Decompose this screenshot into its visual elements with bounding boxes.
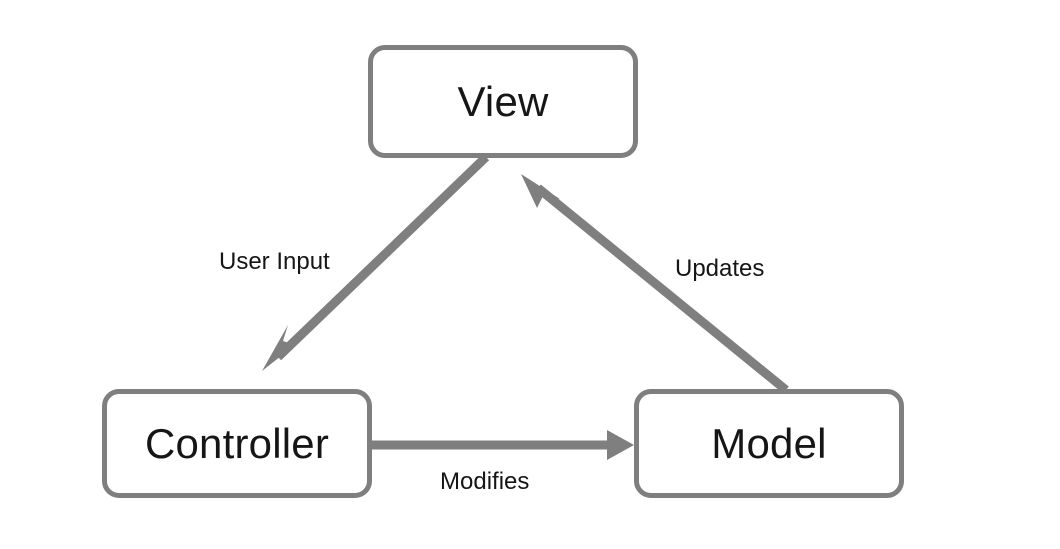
node-view[interactable]: View: [368, 45, 638, 158]
edge-label-user-input: User Input: [219, 248, 330, 275]
edge-model-to-view: [521, 174, 789, 394]
edge-label-updates: Updates: [675, 255, 765, 282]
node-view-label: View: [457, 77, 549, 125]
node-controller[interactable]: Controller: [102, 389, 372, 498]
edge-label-modifies: Modifies: [440, 468, 530, 495]
node-controller-label: Controller: [144, 419, 330, 467]
edge-view-to-controller: [262, 153, 490, 371]
node-model-label: Model: [711, 419, 827, 467]
edge-controller-to-model: [372, 430, 634, 460]
node-model[interactable]: Model: [634, 389, 904, 498]
